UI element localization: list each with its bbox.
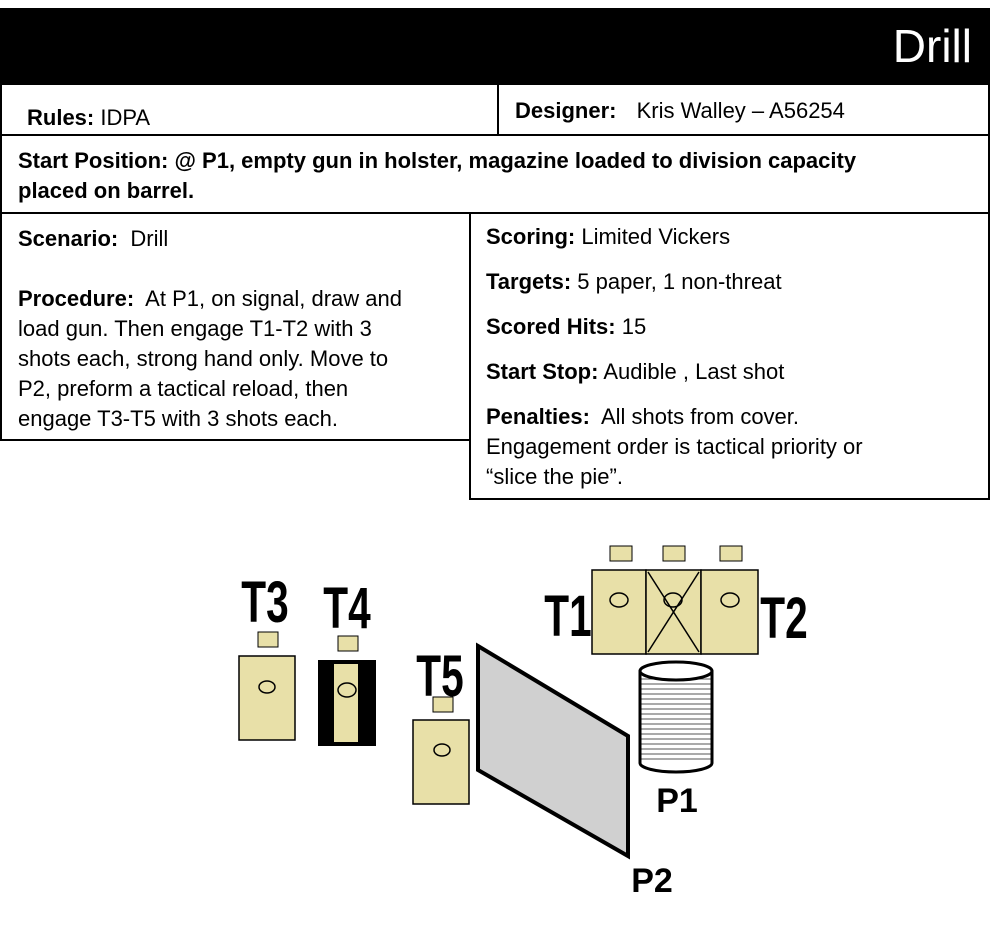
- target-t2-label: T2: [760, 586, 807, 651]
- start-position-line2: placed on barrel.: [18, 178, 195, 203]
- penalties-line2: Engagement order is tactical priority or: [486, 434, 863, 459]
- target-t5: T5: [412, 644, 470, 805]
- position-p1-label: P1: [656, 782, 698, 820]
- designer-value: Kris Walley – A56254: [636, 98, 845, 123]
- scoring-label: Scoring:: [486, 224, 576, 249]
- designer-label: Designer:: [515, 98, 617, 123]
- rules-label: Rules:: [27, 105, 95, 130]
- start-position-line1: @ P1, empty gun in holster, magazine loa…: [174, 148, 857, 173]
- target-t2: T2: [700, 545, 808, 655]
- start-position-label: Start Position:: [18, 148, 169, 173]
- scored-hits-value: 15: [621, 314, 647, 339]
- procedure-line4: P2, preform a tactical reload, then: [18, 376, 349, 401]
- target-t1-label: T1: [544, 584, 591, 649]
- scoring-box: Scoring: Limited Vickers Targets: 5 pape…: [469, 212, 990, 500]
- rules-value: IDPA: [100, 105, 151, 130]
- targets-value: 5 paper, 1 non-threat: [577, 269, 782, 294]
- penalties-line3: “slice the pie”.: [486, 464, 623, 489]
- barrel: [638, 660, 714, 774]
- target-t3: T3: [238, 570, 296, 741]
- title-bar: Drill: [0, 8, 990, 83]
- target-t4-label: T4: [323, 576, 371, 641]
- procedure-line1: At P1, on signal, draw and: [145, 286, 402, 311]
- scenario-value: Drill: [130, 226, 169, 251]
- procedure-line5: engage T3-T5 with 3 shots each.: [18, 406, 339, 431]
- page-title: Drill: [892, 20, 972, 72]
- scenario-label: Scenario:: [18, 226, 119, 251]
- procedure-label: Procedure:: [18, 286, 135, 311]
- target-center-non-threat: [645, 545, 702, 655]
- start-stop-value: Audible , Last shot: [603, 359, 785, 384]
- target-t4-non-threat: T4: [318, 576, 376, 746]
- target-t3-label: T3: [241, 570, 288, 635]
- scenario-box: Scenario: Drill Procedure: At P1, on sig…: [0, 212, 471, 441]
- procedure-line3: shots each, strong hand only. Move to: [18, 346, 389, 371]
- target-t1: T1: [544, 545, 647, 655]
- penalties-line1: All shots from cover.: [600, 404, 800, 429]
- scoring-value: Limited Vickers: [581, 224, 731, 249]
- scored-hits-label: Scored Hits:: [486, 314, 616, 339]
- position-p2-label: P2: [631, 862, 673, 900]
- penalties-label: Penalties:: [486, 404, 590, 429]
- wall-cover: [476, 642, 630, 860]
- procedure-line2: load gun. Then engage T1-T2 with 3: [18, 316, 372, 341]
- targets-label: Targets:: [486, 269, 572, 294]
- start-stop-label: Start Stop:: [486, 359, 599, 384]
